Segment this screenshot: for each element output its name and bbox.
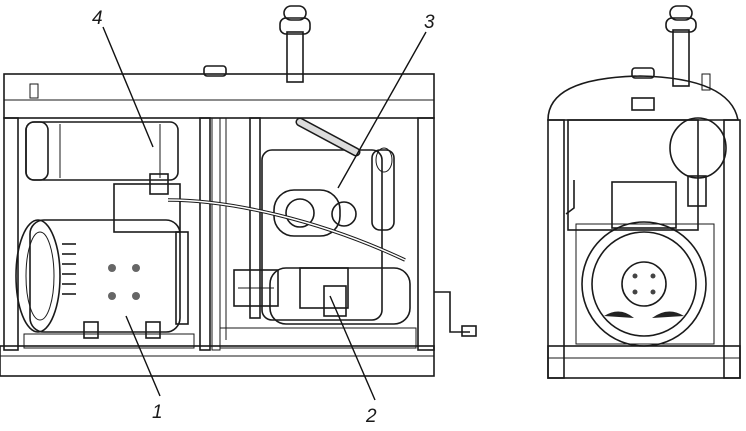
front-view	[547, 5, 741, 379]
callout-2: 2	[365, 406, 377, 427]
leader-2	[329, 295, 376, 401]
front-engine-box	[611, 181, 677, 229]
middle-rods	[199, 117, 261, 351]
callout-3: 3	[424, 12, 435, 33]
generator-vents	[62, 243, 76, 295]
front-left-post	[547, 119, 565, 379]
leader-1	[125, 315, 161, 397]
front-generator	[575, 221, 715, 347]
leader-3	[337, 31, 427, 189]
fuel-tank	[25, 121, 179, 181]
callout-4: 4	[92, 8, 103, 29]
front-air-filter	[669, 117, 727, 207]
generator-body	[15, 219, 189, 339]
front-side-pipe	[565, 180, 575, 215]
callout-1: 1	[152, 402, 163, 423]
frame-left-post	[3, 117, 19, 351]
front-right-post	[723, 119, 741, 379]
radiator-grille	[567, 119, 699, 231]
front-exhaust-stack	[665, 5, 711, 91]
side-view: 4 3 1 2	[0, 5, 477, 427]
front-base	[547, 345, 741, 379]
exhaust-stack	[279, 5, 311, 83]
leader-4	[102, 26, 154, 148]
front-roof	[547, 75, 739, 121]
base-skid	[0, 327, 435, 377]
hand-crank	[434, 291, 477, 337]
control-box	[113, 173, 181, 233]
frame-top-beam	[3, 65, 435, 119]
frame-right-post	[417, 117, 435, 351]
engine-block	[233, 117, 411, 325]
